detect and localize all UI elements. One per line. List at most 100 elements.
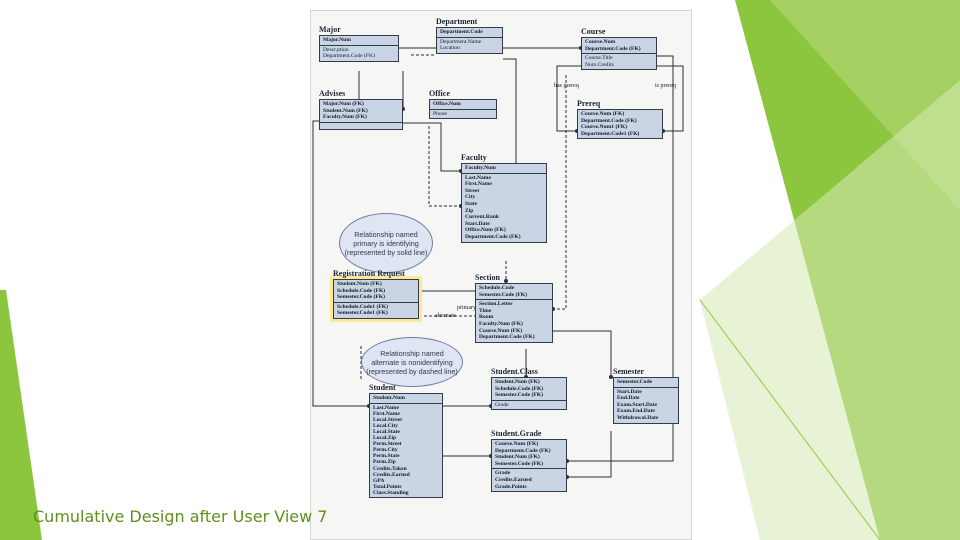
entity-name: Major — [319, 25, 341, 34]
attribute-field: First.Name — [373, 410, 400, 417]
key-field: Student.Num (FK) — [323, 107, 368, 114]
entity-name: Student — [369, 383, 396, 392]
note-identifying-relationship: Relationship named primary is identifyin… — [339, 213, 433, 273]
entity-name: Department — [436, 17, 478, 26]
entity-box: Student.Num Last.Name First.Name Local.S… — [369, 393, 443, 498]
attribute-field: Current.Rank — [465, 214, 499, 221]
attribute-field: Grade.Points — [495, 483, 527, 490]
key-field: Student.Num (FK) — [495, 454, 540, 461]
attribute-field: Department.Code (FK) — [465, 233, 521, 240]
line-faculty-advises — [403, 122, 461, 172]
slide-caption: Cumulative Design after User View 7 — [33, 507, 328, 526]
entity-major: Major Major.Num Descr.ption Department.C… — [319, 25, 399, 62]
attribute-field: Course.Title — [585, 55, 613, 62]
key-field: Major.Num (FK) — [323, 101, 364, 107]
attribute-field: Room — [479, 314, 494, 321]
entity-student-grade: Student.Grade Course.Num (FK) Department… — [491, 429, 567, 493]
entity-prereq: Prereq Course.Num (FK) Department.Code (… — [577, 99, 663, 140]
attribute-field: Street — [465, 187, 480, 194]
line-office-faculty — [428, 126, 461, 207]
attribute-field: Local.City — [373, 422, 399, 429]
attribute-field: Credits.Earned — [495, 476, 532, 483]
entity-box: Student.Num (FK) Schedule.Code (FK) Seme… — [491, 377, 567, 411]
is-prereq-label: is prereq — [655, 83, 676, 89]
attribute-field: Schedule.Code1 (FK) — [337, 303, 388, 310]
key-field: Department.Code (FK) — [581, 117, 637, 124]
attribute-field: Grade — [495, 401, 509, 408]
attribute-field: Department.Name — [440, 38, 482, 45]
entity-student: Student Student.Num Last.Name First.Name… — [369, 383, 443, 498]
key-field: Schedule.Code (FK) — [337, 287, 386, 294]
attribute-field: Location — [440, 45, 460, 52]
green-panel-left — [0, 290, 42, 540]
entity-box: Major.Num (FK) Student.Num (FK) Faculty.… — [319, 99, 403, 130]
key-field: Semester.Code (FK) — [495, 392, 543, 399]
key-field: Major.Num — [323, 37, 351, 43]
attribute-field: Time — [479, 307, 492, 314]
key-field: Semester.Code — [617, 379, 653, 385]
entity-box: Semester.Code Start.Date End.Date Exam.S… — [613, 377, 679, 424]
key-field: Student.Num (FK) — [495, 379, 540, 385]
key-field: Semester.Code (FK) — [337, 294, 385, 301]
key-field: Office.Num — [433, 101, 461, 107]
attribute-field: Phone — [433, 110, 447, 117]
attribute-field: Perm.City — [373, 447, 398, 454]
entity-box: Course.Num (FK) Department.Code (FK) Cou… — [577, 109, 663, 140]
entity-box: Major.Num Descr.ption Department.Code (F… — [319, 35, 399, 62]
attribute-field: Section.Letter — [479, 301, 513, 308]
attribute-field: City — [465, 194, 476, 201]
key-field: Department.Code — [440, 29, 483, 35]
key-field: Course.Num (FK) — [495, 441, 539, 447]
key-field: Course.Num — [585, 39, 616, 45]
relationship-lines — [312, 46, 684, 479]
line-major-advises — [358, 71, 404, 109]
attribute-field: Local.Street — [373, 416, 402, 423]
key-field: Semester.Code (FK) — [479, 291, 527, 298]
entity-student-class: Student.Class Student.Num (FK) Schedule.… — [491, 367, 567, 411]
attribute-field: First.Name — [465, 181, 492, 188]
key-field: Student.Num — [373, 395, 405, 401]
entity-name: Advises — [319, 89, 346, 98]
primary-label: primary — [457, 305, 476, 311]
attribute-field: Faculty.Num (FK) — [479, 320, 523, 327]
attribute-field: End.Date — [617, 395, 640, 402]
key-field: Course.Num1 (FK) — [581, 124, 627, 131]
attribute-field: Last.Name — [465, 174, 491, 181]
attribute-field: Zip — [465, 207, 474, 214]
attribute-field: Num.Credits — [585, 61, 614, 68]
entity-name: Section — [475, 273, 500, 282]
entity-box: Department.Code Department.Name Location — [436, 27, 503, 54]
key-field: Faculty.Num (FK) — [323, 114, 367, 121]
entity-name: Semester — [613, 367, 645, 376]
attribute-field: Office.Num (FK) — [465, 227, 506, 234]
entity-registration-request: Registration Request Student.Num (FK) Sc… — [333, 269, 419, 319]
line-semester-studentgrade — [567, 431, 612, 478]
entity-semester: Semester Semester.Code Start.Date End.Da… — [613, 367, 679, 424]
line-department-faculty — [503, 58, 517, 166]
entity-office: Office Office.Num Phone — [429, 89, 497, 120]
note-nonidentifying-relationship: Relationship named alternate is nonident… — [361, 337, 463, 387]
attribute-field: GPA — [373, 477, 385, 484]
attribute-field: Local.Zip — [373, 435, 397, 442]
entity-section: Section Schedule.Code Semester.Code (FK)… — [475, 273, 553, 343]
attribute-field: Credits.Earned — [373, 471, 410, 478]
er-diagram: Major Major.Num Descr.ption Department.C… — [310, 10, 692, 540]
attribute-field: Perm.State — [373, 453, 400, 460]
key-field: Department.Code (FK) — [585, 45, 641, 52]
entity-name: Registration Request — [333, 269, 405, 278]
entity-box: Student.Num (FK) Schedule.Code (FK) Seme… — [333, 279, 419, 319]
entity-box: Office.Num Phone — [429, 99, 497, 120]
entity-name: Student.Class — [491, 367, 538, 376]
attribute-field: Department.Code (FK) — [479, 334, 535, 341]
thin-accent-line — [699, 299, 881, 540]
entity-department: Department Department.Code Department.Na… — [436, 17, 503, 54]
green-panel-pale — [700, 80, 960, 540]
entity-course: Course Course.Num Department.Code (FK) C… — [581, 27, 657, 71]
entity-box: Course.Num (FK) Department.Code (FK) Stu… — [491, 439, 567, 493]
attribute-field: Withdrawal.Date — [617, 414, 659, 421]
entity-box: Faculty.Num Last.Name First.Name Street … — [461, 163, 547, 243]
attribute-field: Start.Date — [617, 388, 642, 395]
has-prereq-label: has prereq — [554, 83, 579, 89]
attribute-field: Semester.Code1 (FK) — [337, 310, 388, 317]
